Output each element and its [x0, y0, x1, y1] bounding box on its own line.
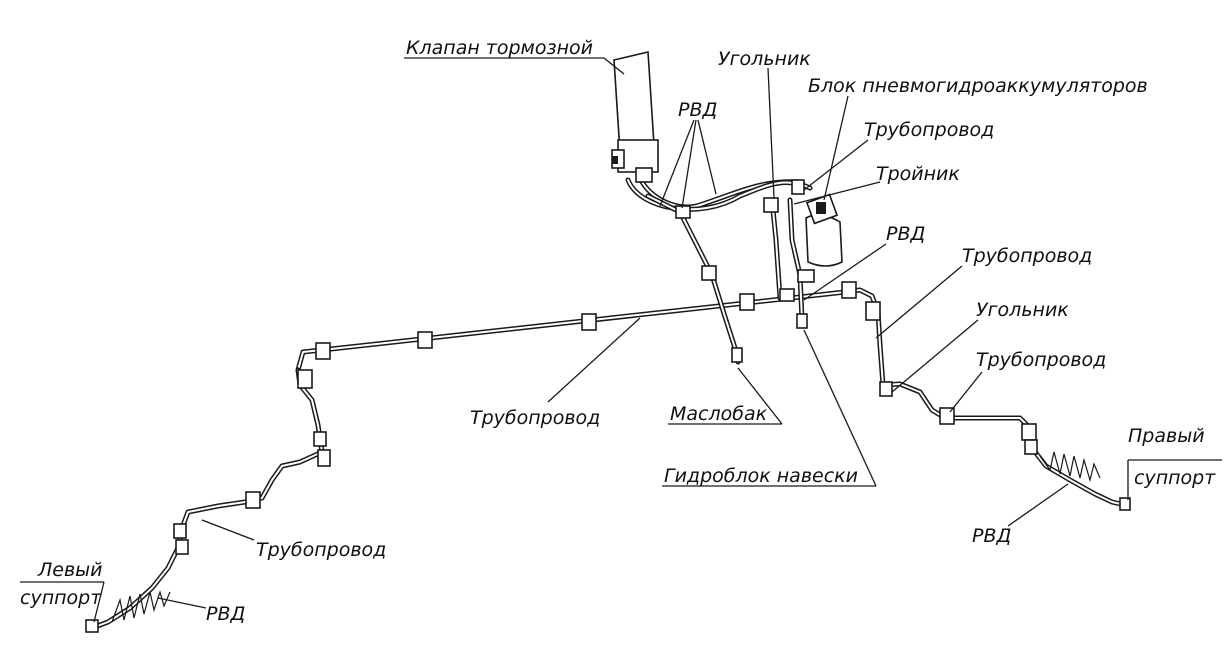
label-pipeline-top: Трубопровод [864, 119, 994, 141]
callout-lines [20, 57, 1222, 623]
pipe-clamps [85, 179, 1131, 633]
main-pipeline [295, 287, 1033, 431]
label-accumulator-block: Блок пневмогидроаккумуляторов [808, 75, 1148, 97]
label-brake-valve: Клапан тормозной [406, 37, 593, 59]
label-pipeline-center: Трубопровод [470, 407, 600, 429]
label-tee: Тройник [876, 163, 960, 185]
brake-valve [611, 51, 659, 183]
right-hose-spiral [1039, 451, 1101, 483]
label-rvd-right: РВД [972, 525, 1011, 547]
left-pipeline [179, 367, 325, 531]
label-rvd-left: РВД [206, 603, 245, 625]
label-elbow-top: Угольник [718, 48, 811, 70]
valve-hoses [625, 175, 813, 365]
label-pipeline-right-upper: Трубопровод [962, 245, 1092, 267]
right-hose [1027, 425, 1128, 508]
label-rvd-mid: РВД [886, 223, 925, 245]
label-hydroblock: Гидроблок навески [664, 465, 858, 487]
label-left-support-line2: суппорт [20, 587, 102, 609]
label-left-support-line1: Левый [37, 559, 103, 581]
accumulator [797, 193, 843, 283]
label-pipeline-left: Трубопровод [256, 539, 386, 561]
label-right-support-line2: суппорт [1134, 467, 1216, 489]
label-right-support-line1: Правый [1128, 425, 1205, 447]
label-oil-tank: Маслобак [670, 403, 768, 425]
label-elbow-right: Угольник [976, 299, 1069, 321]
label-pipeline-right-lower: Трубопровод [976, 349, 1106, 371]
label-rvd-top: РВД [678, 99, 717, 121]
left-hose-spiral [111, 589, 171, 623]
left-hose [89, 525, 185, 631]
